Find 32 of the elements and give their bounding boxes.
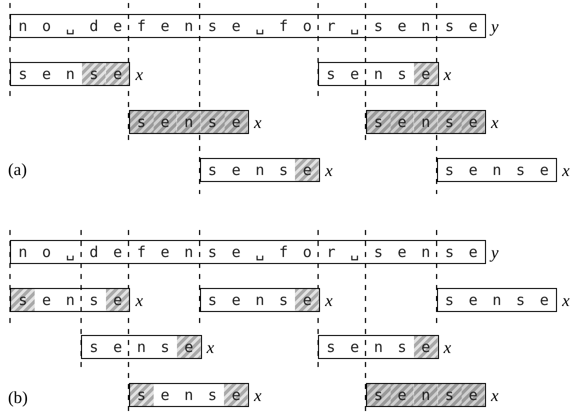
character-strip: sense — [436, 288, 558, 312]
variable-label: y — [491, 17, 499, 37]
hatched-pattern-strip: sense — [366, 110, 486, 134]
panel-label: (b) — [8, 388, 28, 408]
variable-label: x — [444, 338, 452, 358]
hatched-pattern-strip: sense — [10, 62, 130, 86]
hatched-pattern-strip: sense — [128, 383, 249, 407]
variable-label: x — [325, 291, 333, 311]
hatched-pattern-strip: sense — [318, 62, 439, 86]
hatched-pattern-strip: sense — [200, 158, 320, 182]
hatched-pattern-strip: sense — [200, 288, 320, 312]
character-strip: no␣defense␣for␣sense — [10, 14, 486, 38]
variable-label: x — [491, 113, 499, 133]
variable-label: x — [136, 291, 144, 311]
variable-label: x — [562, 291, 570, 311]
variable-label: x — [491, 386, 499, 406]
variable-label: x — [254, 113, 262, 133]
variable-label: x — [136, 65, 144, 85]
variable-label: y — [491, 243, 499, 263]
hatched-pattern-strip: sense — [10, 288, 130, 312]
variable-label: x — [254, 386, 262, 406]
variable-label: x — [325, 161, 333, 181]
hatched-pattern-strip: sense — [81, 335, 202, 359]
variable-label: x — [562, 161, 570, 181]
hatched-pattern-strip: sense — [366, 383, 486, 407]
variable-label: x — [206, 338, 214, 358]
character-strip: no␣defense␣for␣sense — [10, 240, 486, 264]
hatched-pattern-strip: sense — [128, 110, 249, 134]
character-strip: sense — [436, 158, 558, 182]
panel-label: (a) — [8, 160, 27, 180]
variable-label: x — [444, 65, 452, 85]
hatched-pattern-strip: sense — [318, 335, 439, 359]
